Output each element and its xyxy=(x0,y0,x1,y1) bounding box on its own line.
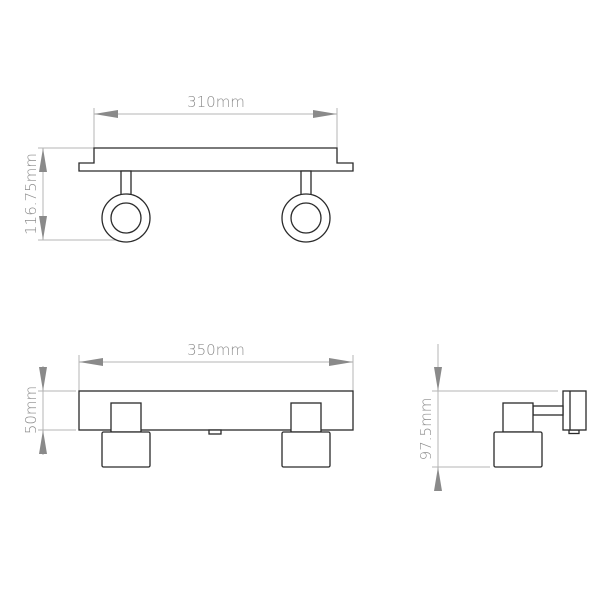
front-width-label: 350mm xyxy=(187,341,245,359)
front-height-label: 50mm xyxy=(22,386,40,434)
arm xyxy=(532,405,564,416)
arrow-up-icon xyxy=(39,148,47,172)
spot-head xyxy=(493,431,543,468)
top-height-label: 116.75mm xyxy=(22,153,40,235)
left-spot-head xyxy=(101,431,151,468)
side-view: 97.5mm xyxy=(417,344,587,491)
right-spot-head xyxy=(281,431,331,468)
arrow-right-icon xyxy=(313,110,337,118)
top-height-dimension: 116.75mm xyxy=(22,147,126,241)
top-view: 310mm 116.75mm xyxy=(22,93,354,243)
front-height-dimension: 50mm xyxy=(22,366,76,455)
arrow-down-icon xyxy=(39,216,47,240)
side-height-label: 97.5mm xyxy=(417,398,435,461)
right-spot-inner xyxy=(290,202,322,234)
wall-plate xyxy=(562,390,587,431)
arrow-up-icon xyxy=(39,430,47,454)
right-stem xyxy=(290,402,322,433)
side-height-dimension: 97.5mm xyxy=(417,344,558,491)
left-stem xyxy=(110,402,142,433)
mounting-plate xyxy=(78,147,354,172)
top-width-dimension: 310mm xyxy=(93,93,338,148)
arrow-left-icon xyxy=(79,358,103,366)
arrow-up-icon xyxy=(434,467,442,491)
front-view: 350mm 50mm xyxy=(22,341,354,468)
arrow-right-icon xyxy=(329,358,353,366)
stem xyxy=(502,402,534,433)
front-width-dimension: 350mm xyxy=(78,341,354,391)
center-nub xyxy=(208,429,222,435)
left-spot-inner xyxy=(110,202,142,234)
arrow-down-icon xyxy=(39,367,47,391)
arrow-down-icon xyxy=(434,367,442,391)
top-width-label: 310mm xyxy=(187,93,245,111)
arrow-left-icon xyxy=(94,110,118,118)
